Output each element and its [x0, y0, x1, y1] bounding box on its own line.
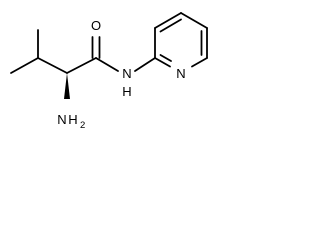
bond-carbonyl-amide-n [95, 57, 119, 72]
stereo-wedge-bond [64, 73, 70, 99]
bond-ring-c3-c4 [154, 12, 182, 29]
amide-hydrogen-label: H [122, 84, 131, 99]
carbonyl-oxygen-label: O [91, 18, 101, 33]
pyridine-nitrogen-label: N [176, 66, 185, 81]
amine-hydrogen-count: 2 [80, 120, 85, 131]
amide-nitrogen-label: N [122, 66, 131, 81]
amine-nitrogen-label: N [57, 112, 66, 127]
bond-ring-n-c2 [154, 57, 171, 68]
bond-methyl-left [10, 57, 39, 74]
amine-hydrogen-label: H [68, 112, 77, 127]
bond-ring-c6-n [191, 57, 208, 68]
bond-ring-c4-c5 [180, 12, 208, 29]
bond-alpha-carbonyl [66, 57, 97, 74]
chemical-structure-diagram: O N H N H 2 N [10, 12, 208, 131]
bond-ring-inner-c3-c4 [159, 18, 182, 33]
bond-amide-n-pyridine [134, 57, 156, 72]
bond-ring-inner-n-c2 [159, 54, 172, 62]
bond-isopropyl-alpha [37, 57, 68, 74]
